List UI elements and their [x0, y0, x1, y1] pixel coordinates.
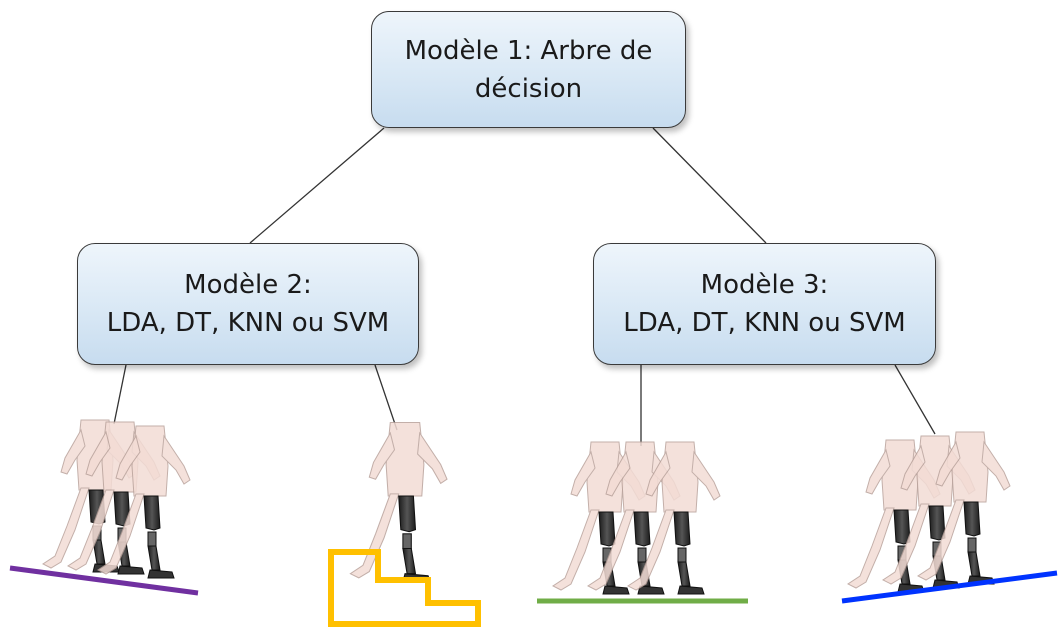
walker-ramp-ascent-illustration	[841, 431, 1058, 604]
stairs-outline	[328, 549, 481, 627]
connectors	[113, 127, 936, 446]
model-3-node: Modèle 3: LDA, DT, KNN ou SVM	[593, 243, 936, 365]
walker-ramp-descent-illustration	[9, 419, 199, 596]
ramp-descent-line	[9, 565, 199, 596]
walker-stairs-illustration	[328, 421, 481, 627]
model-2-node: Modèle 2: LDA, DT, KNN ou SVM	[77, 243, 419, 365]
walker-level-ground-illustration	[537, 441, 748, 604]
connector-left-stairs	[374, 364, 398, 431]
model-2-line1: Modèle 2:	[184, 270, 312, 300]
model-3-line2: LDA, DT, KNN ou SVM	[623, 308, 906, 338]
connector-left-ramp-down	[113, 364, 127, 425]
connector-right-ramp-up	[894, 364, 936, 435]
model-1-line2: décision	[474, 73, 583, 104]
model-2-line2: LDA, DT, KNN ou SVM	[106, 308, 390, 338]
connector-root-right	[652, 127, 767, 244]
connector-root-left	[249, 127, 385, 244]
model-3-line1: Modèle 3:	[700, 270, 829, 300]
model-1-node: Modèle 1: Arbre de décision	[371, 11, 686, 128]
model-1-line1: Modèle 1: Arbre de	[404, 35, 653, 66]
ramp-ascent-line	[841, 570, 1058, 604]
